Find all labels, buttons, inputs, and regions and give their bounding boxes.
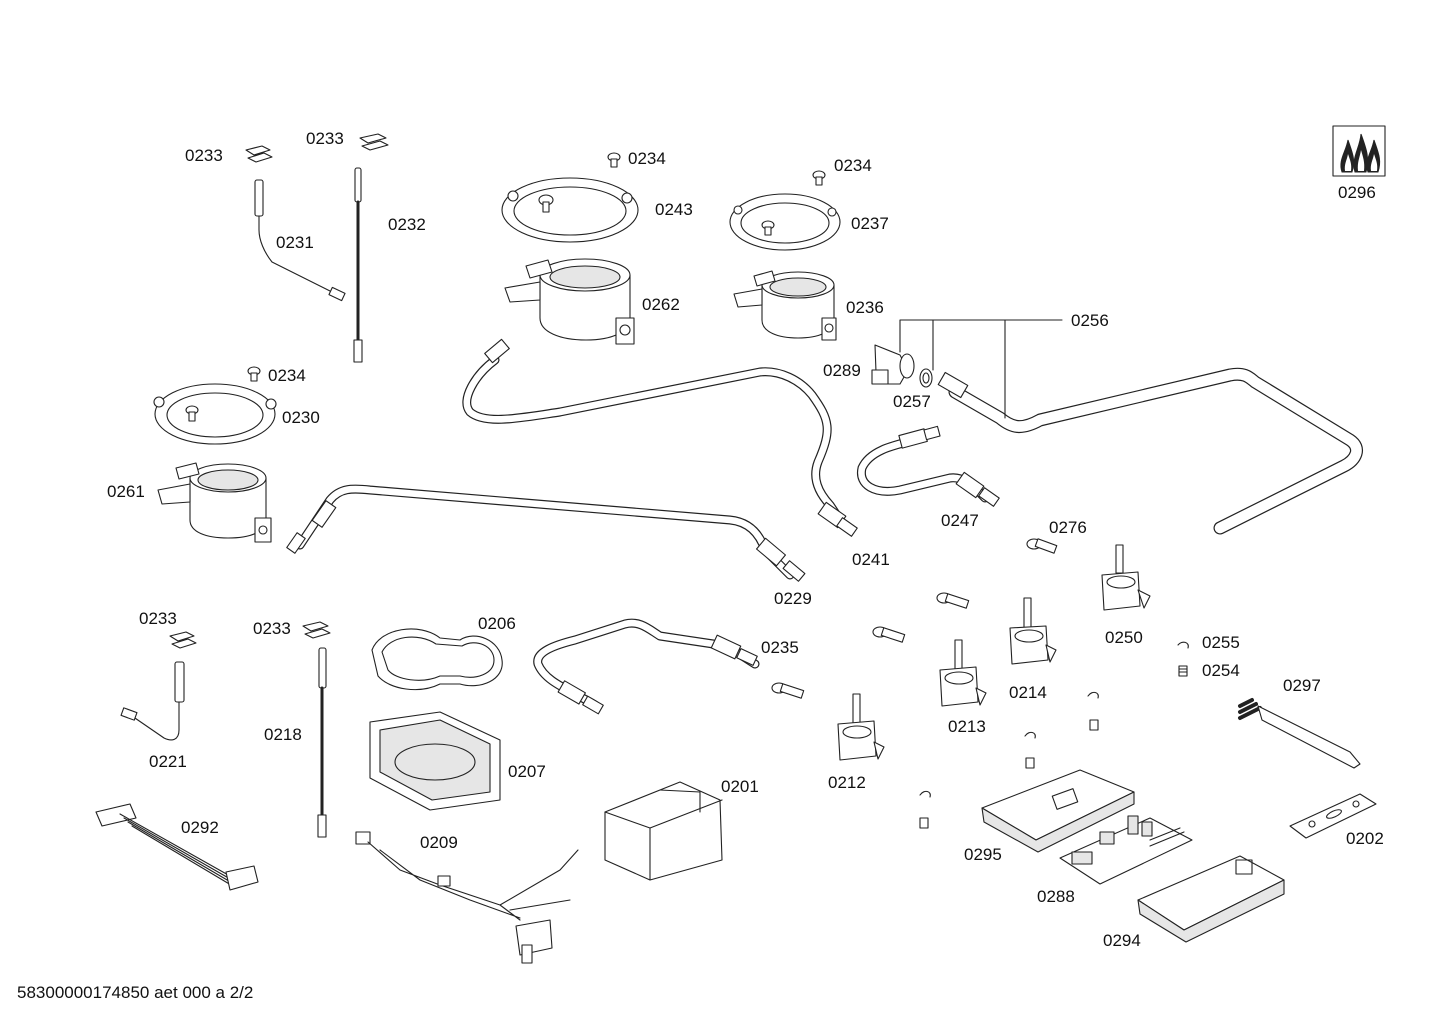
flat-cable-0297 — [1238, 698, 1361, 769]
part-label-0213: 0213 — [948, 717, 986, 736]
ignition-electrode-0221 — [120, 661, 185, 741]
part-label-0233: 0233 — [306, 129, 344, 148]
part-label-0289: 0289 — [823, 361, 861, 380]
circuit-board-0288 — [1059, 815, 1193, 885]
screw-0234-c — [247, 366, 261, 382]
part-label-0262: 0262 — [642, 295, 680, 314]
gasket-0206 — [371, 628, 503, 691]
clip-0233-a — [245, 145, 273, 163]
part-label-0237: 0237 — [851, 214, 889, 233]
part-label-0241: 0241 — [852, 550, 890, 569]
burner-base-0261 — [157, 462, 272, 543]
part-label-0209: 0209 — [420, 833, 458, 852]
plate-0202 — [1289, 793, 1377, 839]
ignition-module-0201 — [604, 781, 723, 881]
part-label-0276: 0276 — [1049, 518, 1087, 537]
wire-harness-0209 — [355, 831, 579, 964]
gas-pipe-0241 — [462, 338, 858, 537]
part-label-0292: 0292 — [181, 818, 219, 837]
part-label-0254: 0254 — [1202, 661, 1240, 680]
part-label-0294: 0294 — [1103, 931, 1141, 950]
pcb-cover-0295 — [981, 769, 1135, 853]
screw-valve-b — [872, 626, 906, 643]
part-label-0207: 0207 — [508, 762, 546, 781]
part-label-0256: 0256 — [1071, 311, 1109, 330]
part-label-0234: 0234 — [268, 366, 306, 385]
screw-0276 — [1026, 538, 1058, 554]
washer-0257 — [919, 368, 933, 388]
thermocouple-0232 — [353, 167, 363, 363]
part-label-0201: 0201 — [721, 777, 759, 796]
clip-0233-c — [169, 631, 197, 649]
part-label-0231: 0231 — [276, 233, 314, 252]
spring-misc-b — [1025, 757, 1035, 769]
screw-valve-c — [771, 682, 805, 699]
part-label-0221: 0221 — [149, 752, 187, 771]
part-label-0218: 0218 — [264, 725, 302, 744]
screw-valve-a — [936, 592, 970, 609]
clip-0233-d — [302, 621, 331, 639]
part-label-0250: 0250 — [1105, 628, 1143, 647]
part-label-0234: 0234 — [628, 149, 666, 168]
burner-base-0262 — [504, 258, 635, 345]
gasket-0243 — [501, 177, 639, 243]
clip-0233-b — [359, 133, 389, 151]
part-label-0233: 0233 — [139, 609, 177, 628]
gas-pipe-0235 — [533, 618, 760, 715]
thermocouple-0218 — [317, 647, 327, 838]
spring-misc-c — [919, 817, 929, 829]
part-label-0230: 0230 — [282, 408, 320, 427]
gasket-0230 — [153, 383, 277, 445]
part-label-0257: 0257 — [893, 392, 931, 411]
gas-valve-0214 — [1009, 597, 1057, 665]
gas-valve-0213 — [939, 639, 987, 707]
clip-misc-b — [1024, 731, 1036, 739]
part-label-0297: 0297 — [1283, 676, 1321, 695]
housing-0207 — [369, 711, 501, 811]
part-label-0288: 0288 — [1037, 887, 1075, 906]
part-label-0232: 0232 — [388, 215, 426, 234]
part-label-0235: 0235 — [761, 638, 799, 657]
part-label-0236: 0236 — [846, 298, 884, 317]
part-label-0261: 0261 — [107, 482, 145, 501]
gas-valve-0212 — [837, 693, 885, 761]
gas-pipe-0229 — [286, 484, 806, 582]
gas-valve-0250 — [1101, 544, 1151, 611]
part-label-0247: 0247 — [941, 511, 979, 530]
part-label-0233: 0233 — [185, 146, 223, 165]
part-label-0296: 0296 — [1338, 183, 1376, 202]
screw-0234-a — [607, 152, 621, 168]
document-reference: 58300000174850 aet 000 a 2/2 — [17, 983, 254, 1002]
part-label-0214: 0214 — [1009, 683, 1047, 702]
part-label-0255: 0255 — [1202, 633, 1240, 652]
screw-0234-b — [812, 170, 826, 186]
spring-misc-a — [1089, 719, 1099, 731]
part-label-0212: 0212 — [828, 773, 866, 792]
gas-pipe-0256 — [937, 367, 1363, 535]
clip-misc-c — [919, 790, 931, 798]
burner-base-0236 — [733, 270, 837, 341]
part-label-0202: 0202 — [1346, 829, 1384, 848]
clip-misc-a — [1087, 691, 1099, 699]
flame-symbol-icon — [1332, 125, 1386, 177]
part-label-0229: 0229 — [774, 589, 812, 608]
ignition-electrode-0231 — [254, 179, 346, 302]
leader-lines-0256 — [899, 319, 1063, 419]
gasket-0237 — [729, 193, 841, 251]
ribbon-cable-0292 — [95, 803, 259, 891]
spring-0254 — [1178, 665, 1188, 677]
clip-0255 — [1177, 641, 1189, 649]
gas-pipe-0247 — [856, 425, 1000, 507]
part-label-0233: 0233 — [253, 619, 291, 638]
elbow-fitting-0289 — [871, 344, 915, 385]
part-label-0243: 0243 — [655, 200, 693, 219]
part-label-0206: 0206 — [478, 614, 516, 633]
part-label-0234: 0234 — [834, 156, 872, 175]
pcb-base-0294 — [1137, 855, 1285, 943]
part-label-0295: 0295 — [964, 845, 1002, 864]
